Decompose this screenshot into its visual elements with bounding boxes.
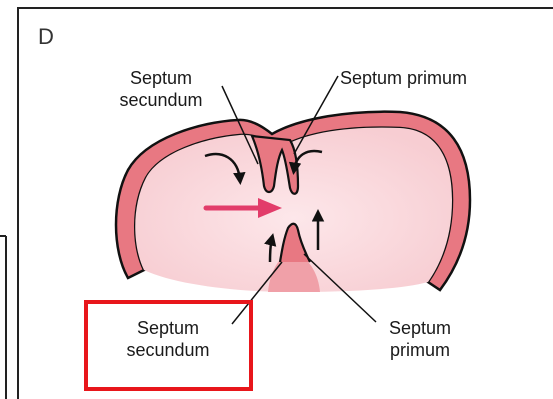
highlight-box — [84, 300, 253, 391]
label-line: secundum — [101, 89, 221, 111]
panel-letter: D — [38, 26, 54, 48]
label-septum-secundum-top: Septum secundum — [101, 67, 221, 111]
label-line: Septum — [370, 317, 470, 339]
label-line: Septum — [101, 67, 221, 89]
label-line: primum — [370, 339, 470, 361]
label-septum-primum-bottom: Septum primum — [370, 317, 470, 361]
label-septum-primum-top: Septum primum — [340, 67, 467, 89]
